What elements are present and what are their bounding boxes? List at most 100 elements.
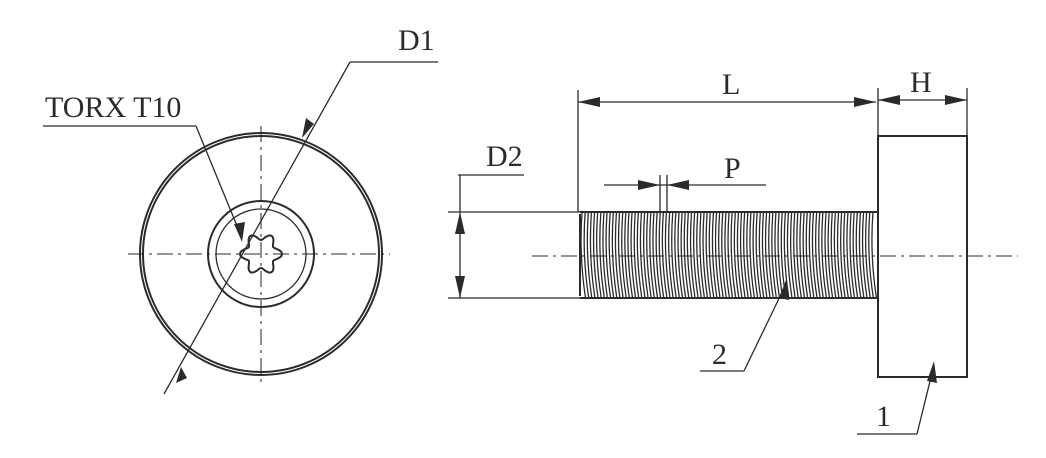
thread-crest-line [771,212,777,298]
thread-line [580,212,587,298]
l-arrow-left [578,97,600,107]
thread-line [636,212,643,298]
thread-line [667,212,674,298]
thread-line [774,212,781,298]
thread-line [743,212,749,298]
thread-crest-line [758,212,765,298]
thread-line [605,212,612,298]
thread-line [761,212,768,298]
thread-crest-line [671,212,677,298]
thread-pattern [580,212,877,298]
d2-arrow-bottom [455,276,465,298]
torx-leader-line [195,125,243,239]
thread-line [611,212,618,298]
thread-crest-line [639,212,646,298]
thread-line [686,212,693,298]
h-arrow-right [945,95,967,105]
counterbore-inner-circle [215,208,307,300]
thread-line [630,212,637,298]
thread-crest-line [652,212,659,298]
thread-line [768,212,774,298]
screw-head [877,135,968,378]
part2-leader-line [743,283,787,372]
d1-arrow-top [302,118,314,138]
thread-crest-line [583,212,590,298]
thread-line [868,212,874,298]
thread-crest-line [802,212,809,298]
side-view: L H P D2 2 1 [448,66,1018,435]
h-arrow-left [878,95,900,105]
thread-line [661,212,668,298]
torx-label: TORX T10 [45,91,181,124]
thread-crest-line [746,212,752,298]
thread-crest-line [808,212,815,298]
thread-line [624,212,630,298]
torx-leader-arrow [234,222,245,242]
thread-line [786,212,793,298]
thread-line [755,212,762,298]
part1-leader-arrow [927,361,937,383]
thread-crest-line [752,212,759,298]
thread-crest-line [633,212,640,298]
thread-line [855,212,862,298]
thread-line [861,212,868,298]
thread-crest-line [627,212,634,298]
thread-crest-line [846,212,852,298]
thread-line [836,212,843,298]
thread-line [586,212,593,298]
thread-line [811,212,818,298]
thread-line [705,212,712,298]
d1-diameter-line [163,61,351,395]
part1-label: 1 [876,400,891,433]
thread-line [711,212,718,298]
thread-line [805,212,812,298]
thread-crest-line [783,212,790,298]
thread-line [599,212,605,298]
thread-crest-line [839,212,846,298]
head-outer-circle [139,132,383,376]
thread-crest-line [646,212,652,298]
thread-crest-line [696,212,702,298]
thread-crest-line [727,212,734,298]
thread-line [655,212,662,298]
thread-line [818,212,824,298]
d2-arrow-top [455,212,465,234]
part2-leader-arrow [779,280,789,300]
thread-line [799,212,806,298]
thread-crest-line [796,212,802,298]
p-arrow-right [667,180,689,190]
thread-line [736,212,743,298]
thread-crest-line [614,212,621,298]
thread-crest-line [608,212,615,298]
d1-label: D1 [398,24,435,57]
counterbore-circle [207,200,315,308]
p-arrow-left [638,180,660,190]
l-arrow-right [854,97,876,107]
part2-label: 2 [712,338,727,371]
thread-crest-line [852,212,859,298]
thread-line [674,212,680,298]
thread-crest-line [602,212,608,298]
thread-line [843,212,849,298]
thread-line [849,212,856,298]
thread-crest-line [589,212,596,298]
d1-arrow-bottom [176,367,187,383]
thread-line [749,212,755,298]
thread-line [718,212,724,298]
thread-crest-line [658,212,665,298]
thread-crest-line [683,212,690,298]
thread-crest-line [764,212,771,298]
thread-crest-line [833,212,840,298]
thread-crest-line [821,212,827,298]
thread-line [692,212,699,298]
thread-crest-line [814,212,821,298]
thread-crest-line [664,212,671,298]
thread-crest-line [733,212,740,298]
thread-crest-line [677,212,684,298]
h-label: H [910,66,932,99]
thread-crest-line [708,212,715,298]
thread-line [642,212,649,298]
torx-socket-icon [238,234,284,274]
thread-crest-line [789,212,796,298]
